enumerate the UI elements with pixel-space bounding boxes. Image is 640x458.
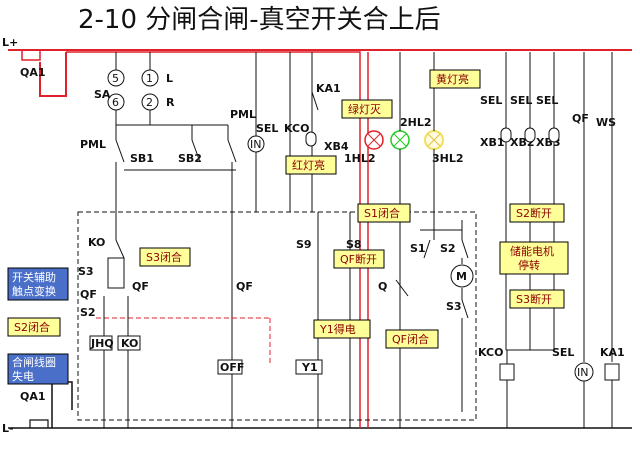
svg-text:S2: S2 — [80, 306, 96, 319]
svg-text:JHQ: JHQ — [90, 337, 114, 350]
svg-text:Q: Q — [378, 280, 387, 293]
svg-text:QF闭合: QF闭合 — [392, 332, 429, 346]
callout-s3-open: S3断开 — [509, 289, 565, 309]
svg-text:KCO: KCO — [284, 122, 309, 135]
svg-text:6: 6 — [112, 96, 119, 109]
qa1-top-switch — [21, 50, 41, 61]
svg-text:KO: KO — [121, 337, 138, 350]
callout-qf-open: QF断开 — [333, 249, 385, 269]
svg-text:S9: S9 — [296, 238, 312, 251]
svg-text:SEL: SEL — [552, 346, 574, 359]
sa-label: SA — [94, 88, 111, 101]
svg-text:黄灯亮: 黄灯亮 — [436, 72, 469, 86]
svg-text:S3: S3 — [78, 265, 94, 278]
svg-text:储能电机: 储能电机 — [510, 244, 554, 258]
svg-text:开关辅助: 开关辅助 — [12, 270, 56, 284]
callout-red-on: 红灯亮 — [285, 155, 337, 175]
svg-text:Y1得电: Y1得电 — [319, 323, 356, 336]
callout-aux-change: 开关辅助 触点变换 — [7, 267, 69, 301]
svg-text:S8: S8 — [346, 238, 362, 251]
svg-text:QF断开: QF断开 — [340, 252, 377, 266]
page-title: 2-10 分闸合闸-真空开关合上后 — [78, 5, 441, 35]
svg-text:M: M — [456, 270, 467, 283]
svg-text:KO: KO — [88, 236, 105, 249]
callout-green-off: 绿灯灭 — [341, 99, 393, 119]
svg-text:SEL: SEL — [480, 94, 502, 107]
svg-text:2: 2 — [146, 96, 153, 109]
svg-text:S1闭合: S1闭合 — [364, 206, 400, 220]
red-main-path — [66, 51, 361, 428]
svg-text:IN: IN — [577, 366, 588, 379]
svg-text:SB2: SB2 — [178, 152, 202, 165]
svg-text:1: 1 — [146, 72, 153, 85]
svg-text:XB1: XB1 — [480, 136, 505, 149]
callout-coil-off: 合闸线圈 失电 — [7, 353, 69, 385]
callout-qf-close: QF闭合 — [385, 329, 439, 349]
breaker-dashed-box — [77, 211, 477, 421]
svg-text:L: L — [166, 72, 173, 85]
svg-text:触点变换: 触点变换 — [12, 284, 56, 298]
green-lamp-icon — [390, 130, 410, 150]
callout-s3-close: S3闭合 — [139, 247, 191, 267]
svg-text:R: R — [166, 96, 175, 109]
svg-text:SEL: SEL — [536, 94, 558, 107]
svg-text:PML: PML — [80, 138, 106, 151]
bus-pos-label: L+ — [2, 36, 18, 49]
svg-text:停转: 停转 — [518, 258, 540, 272]
svg-text:KA1: KA1 — [600, 346, 625, 359]
svg-text:S2闭合: S2闭合 — [14, 320, 50, 334]
svg-text:KA1: KA1 — [316, 82, 341, 95]
svg-text:S3闭合: S3闭合 — [146, 250, 182, 264]
svg-text:S2: S2 — [440, 242, 456, 255]
svg-text:1HL2: 1HL2 — [344, 152, 376, 165]
svg-text:3HL2: 3HL2 — [432, 152, 464, 165]
qa1-bottom-switch — [51, 381, 73, 428]
svg-text:QF: QF — [132, 280, 149, 293]
red-control-loop — [39, 52, 67, 97]
svg-text:5: 5 — [112, 72, 119, 85]
svg-text:失电: 失电 — [12, 370, 34, 383]
callout-s2-close: S2闭合 — [7, 317, 61, 337]
yellow-lamp-icon — [424, 130, 444, 150]
red-lamp-icon — [364, 130, 384, 150]
callout-s2-open: S2断开 — [509, 203, 565, 223]
svg-text:SB1: SB1 — [130, 152, 154, 165]
svg-text:SEL: SEL — [256, 122, 278, 135]
svg-text:合闸线圈: 合闸线圈 — [12, 355, 56, 369]
svg-text:SEL: SEL — [510, 94, 532, 107]
callout-s1-close: S1闭合 — [357, 203, 411, 223]
callout-yellow-on: 黄灯亮 — [429, 69, 481, 89]
svg-text:S3: S3 — [446, 300, 462, 313]
svg-text:XB4: XB4 — [324, 140, 349, 153]
svg-text:绿灯灭: 绿灯灭 — [348, 102, 381, 116]
callout-motor-stop: 储能电机 停转 — [499, 241, 569, 275]
motor-icon — [450, 264, 474, 288]
svg-text:红灯亮: 红灯亮 — [292, 158, 325, 172]
svg-text:S3断开: S3断开 — [516, 292, 552, 306]
bus-neg-label: L- — [2, 422, 14, 435]
svg-text:WS: WS — [596, 116, 616, 129]
svg-text:S2断开: S2断开 — [516, 206, 552, 220]
svg-text:Y1: Y1 — [301, 361, 318, 374]
svg-text:OFF: OFF — [220, 361, 244, 374]
svg-text:2HL2: 2HL2 — [400, 116, 432, 129]
svg-text:QF: QF — [80, 288, 97, 301]
svg-text:QF: QF — [572, 112, 589, 125]
svg-text:PML: PML — [230, 108, 256, 121]
svg-text:KCO: KCO — [478, 346, 503, 359]
callout-y1-on: Y1得电 — [313, 319, 371, 339]
svg-text:QF: QF — [236, 280, 253, 293]
svg-text:S1: S1 — [410, 242, 426, 255]
qa1-top-label: QA1 — [20, 66, 46, 79]
svg-text:IN: IN — [250, 138, 261, 151]
qa1-bottom-label: QA1 — [20, 390, 46, 403]
